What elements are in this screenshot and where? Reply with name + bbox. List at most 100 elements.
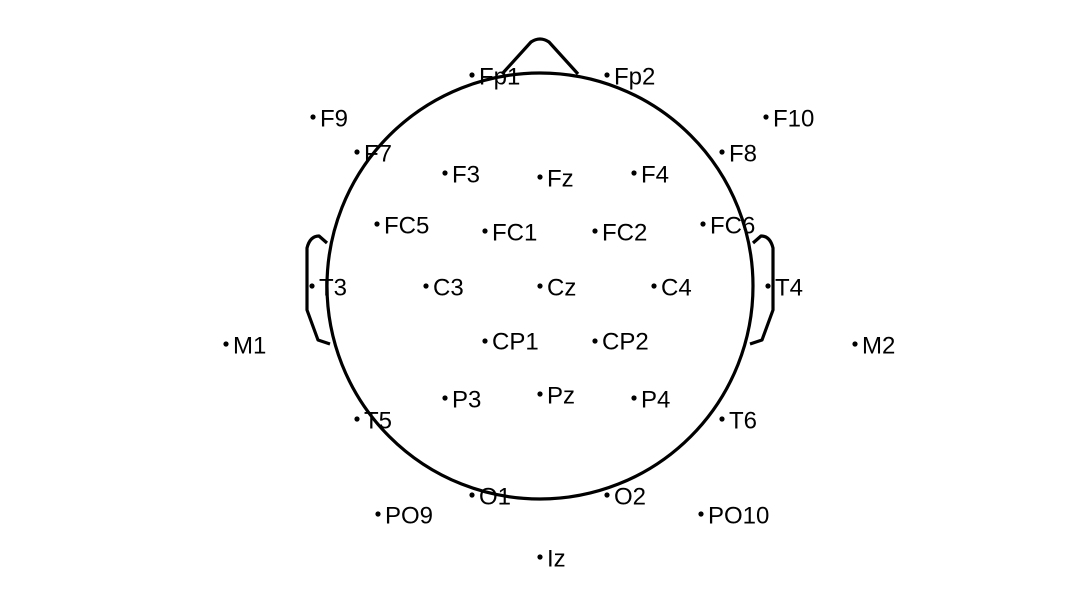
electrode-pz: Pz	[537, 383, 575, 410]
electrode-dot	[592, 338, 598, 344]
electrode-label: Cz	[547, 275, 576, 302]
electrode-c3: C3	[423, 275, 464, 302]
electrode-o1: O1	[469, 484, 511, 511]
electrode-m2: M2	[852, 333, 895, 360]
electrode-label: C3	[433, 275, 464, 302]
electrode-label: F7	[364, 141, 392, 168]
electrode-label: PO9	[385, 503, 433, 530]
electrode-m1: M1	[223, 333, 266, 360]
electrode-dot	[442, 170, 448, 176]
electrode-iz: Iz	[537, 546, 566, 573]
electrode-dot	[482, 338, 488, 344]
electrode-dot	[852, 341, 858, 347]
electrode-label: T3	[319, 275, 347, 302]
electrode-label: Fp2	[614, 64, 655, 91]
electrode-dot	[537, 174, 543, 180]
electrode-dot	[442, 395, 448, 401]
electrode-label: O1	[479, 484, 511, 511]
electrode-label: F10	[773, 106, 814, 133]
electrode-dot	[631, 170, 637, 176]
electrode-cp1: CP1	[482, 329, 539, 356]
electrode-fp2: Fp2	[604, 64, 655, 91]
electrode-po9: PO9	[375, 503, 433, 530]
electrode-o2: O2	[604, 484, 646, 511]
nose-shape	[500, 37, 580, 76]
electrode-dot	[592, 228, 598, 234]
electrode-t5: T5	[354, 408, 392, 435]
electrode-fz: Fz	[537, 166, 574, 193]
electrode-dot	[423, 283, 429, 289]
electrode-p3: P3	[442, 387, 481, 414]
electrode-label: M2	[862, 333, 895, 360]
head-outline	[325, 71, 755, 501]
electrode-fc6: FC6	[700, 213, 755, 240]
electrode-dot	[604, 72, 610, 78]
electrode-dot	[374, 221, 380, 227]
left-ear-shape	[305, 234, 331, 346]
electrode-dot	[719, 416, 725, 422]
electrode-t6: T6	[719, 408, 757, 435]
electrode-label: O2	[614, 484, 646, 511]
electrode-f9: F9	[310, 106, 348, 133]
electrode-label: M1	[233, 333, 266, 360]
electrode-label: Fp1	[479, 64, 520, 91]
electrode-dot	[763, 114, 769, 120]
electrode-f7: F7	[354, 141, 392, 168]
electrode-cz: Cz	[537, 275, 576, 302]
electrode-label: PO10	[708, 503, 769, 530]
electrode-cp2: CP2	[592, 329, 649, 356]
electrode-f3: F3	[442, 162, 480, 189]
electrode-dot	[698, 511, 704, 517]
electrode-dot	[537, 283, 543, 289]
electrode-dot	[482, 228, 488, 234]
electrode-fc5: FC5	[374, 213, 429, 240]
electrode-dot	[469, 72, 475, 78]
electrode-dot	[765, 283, 771, 289]
electrode-label: T5	[364, 408, 392, 435]
electrode-f8: F8	[719, 141, 757, 168]
electrode-label: P3	[452, 387, 481, 414]
electrode-t3: T3	[309, 275, 347, 302]
electrode-label: F3	[452, 162, 480, 189]
electrode-label: Pz	[547, 383, 575, 410]
electrode-label: FC2	[602, 220, 647, 247]
electrode-dot	[469, 492, 475, 498]
electrode-f4: F4	[631, 162, 669, 189]
electrode-dot	[310, 114, 316, 120]
electrode-label: C4	[661, 275, 692, 302]
electrode-fp1: Fp1	[469, 64, 520, 91]
electrode-dot	[537, 554, 543, 560]
electrode-p4: P4	[631, 387, 670, 414]
electrode-label: FC5	[384, 213, 429, 240]
electrode-po10: PO10	[698, 503, 769, 530]
electrode-f10: F10	[763, 106, 814, 133]
electrode-dot	[700, 221, 706, 227]
electrode-label: F9	[320, 106, 348, 133]
electrode-fc1: FC1	[482, 220, 537, 247]
electrode-label: F8	[729, 141, 757, 168]
electrode-c4: C4	[651, 275, 692, 302]
electrode-label: Iz	[547, 546, 566, 573]
electrode-label: F4	[641, 162, 669, 189]
electrode-dot	[604, 492, 610, 498]
electrode-label: P4	[641, 387, 670, 414]
electrode-label: T6	[729, 408, 757, 435]
electrode-dot	[223, 341, 229, 347]
electrode-label: FC1	[492, 220, 537, 247]
electrode-t4: T4	[765, 275, 803, 302]
electrode-dot	[631, 395, 637, 401]
electrode-dot	[651, 283, 657, 289]
electrode-dot	[309, 283, 315, 289]
electrode-fc2: FC2	[592, 220, 647, 247]
electrode-label: T4	[775, 275, 803, 302]
electrode-label: Fz	[547, 166, 574, 193]
electrode-dot	[354, 149, 360, 155]
right-ear-shape	[749, 234, 775, 346]
electrode-label: FC6	[710, 213, 755, 240]
electrode-label: CP1	[492, 329, 539, 356]
electrode-dot	[375, 511, 381, 517]
electrode-dot	[354, 416, 360, 422]
electrode-dot	[719, 149, 725, 155]
